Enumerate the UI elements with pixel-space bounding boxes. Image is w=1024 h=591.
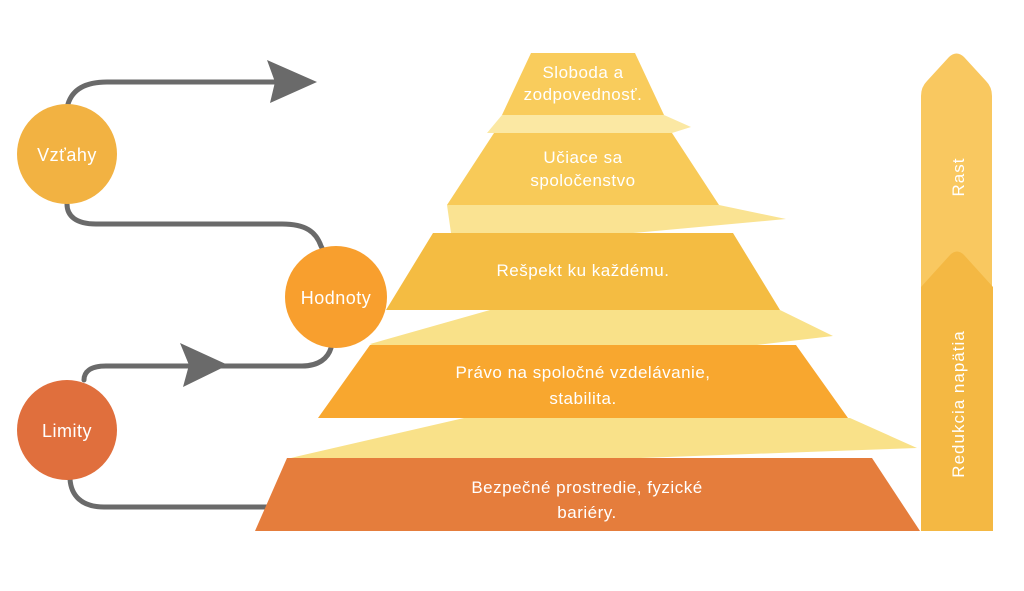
pyramid-level-1 — [502, 53, 664, 115]
vztahy-circle — [17, 104, 117, 204]
pyramid-level-1-label: Sloboda a — [542, 63, 623, 82]
arrowhead-top-icon — [267, 60, 317, 103]
pyramid-level-2-label: Učiace sa — [543, 148, 622, 167]
arrowhead-middle-icon — [180, 343, 228, 387]
axis-bottom-label: Redukcia napätia — [949, 330, 968, 477]
pyramid-fold-4 — [291, 418, 917, 458]
pyramid-level-5-label: Bezpečné prostredie, fyzické — [471, 478, 702, 497]
hodnoty-circle — [285, 246, 387, 348]
vztahy-circle-label: Vzťahy — [37, 145, 97, 165]
axis-top-segment — [921, 53, 992, 295]
pyramid-level-2 — [447, 133, 719, 205]
pyramid-level-3 — [386, 233, 780, 310]
pyramid-level-5 — [255, 458, 920, 531]
connector-vztahy-out — [65, 79, 285, 107]
tension-axis: Rast Redukcia napätia — [921, 53, 993, 531]
pyramid-fold-3 — [370, 310, 833, 345]
limity-circle — [17, 380, 117, 480]
pyramid-fold-2 — [447, 205, 786, 233]
pyramid-level-1-label-line2: zodpovednosť. — [524, 85, 643, 104]
pyramid-level-4-label-line2: stabilita. — [549, 389, 616, 408]
hodnoty-circle-label: Hodnoty — [301, 288, 372, 308]
axis-top-label: Rast — [949, 158, 968, 197]
connector-limity-out — [67, 476, 274, 510]
pyramid-level-2-label-line2: spoločenstvo — [530, 171, 635, 190]
pyramid-level-4-label: Právo na spoločné vzdelávanie, — [455, 363, 710, 382]
connector-vztahy-to-hodnoty — [64, 201, 327, 255]
limity-circle-label: Limity — [42, 421, 92, 441]
circle-group: Vzťahy Hodnoty Limity — [17, 104, 387, 480]
axis-bottom-segment — [921, 251, 993, 531]
pyramid-level-4 — [318, 345, 848, 418]
pyramid-level-5-label-line2: bariéry. — [557, 503, 616, 522]
pyramid: Sloboda a zodpovednosť. Učiace sa spoloč… — [255, 53, 920, 531]
pyramid-fold-1 — [487, 115, 691, 133]
pyramid-level-3-label: Rešpekt ku každému. — [497, 261, 670, 280]
connector-group — [64, 60, 334, 510]
